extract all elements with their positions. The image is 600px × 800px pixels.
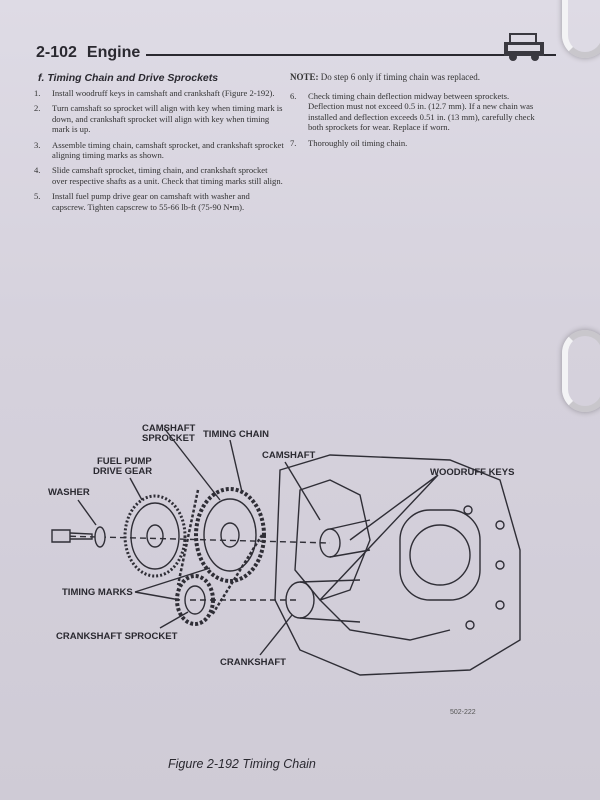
- washer: [94, 526, 106, 548]
- block-hole-1: [463, 505, 473, 515]
- label-woodruff-keys: WOODRUFF KEYS: [430, 467, 515, 478]
- figure-caption: Figure 2-192 Timing Chain: [168, 757, 316, 771]
- step-7: 7. Thoroughly oil timing chain.: [290, 138, 546, 148]
- bore-circle: [409, 524, 471, 586]
- step-number: 4.: [34, 165, 41, 176]
- label-timing-chain: TIMING CHAIN: [203, 429, 269, 440]
- label-timing-marks: TIMING MARKS: [62, 587, 133, 598]
- binder-ring-top: [562, 0, 600, 58]
- step-text: Thoroughly oil timing chain.: [308, 137, 408, 148]
- label-crankshaft: CRANKSHAFT: [220, 657, 286, 668]
- left-column: f. Timing Chain and Drive Sprockets 1. I…: [34, 72, 284, 217]
- timing-cover-plate: [294, 479, 371, 601]
- leader-washer: [77, 499, 97, 526]
- page-number: 2-102: [36, 44, 77, 61]
- step-text: Turn camshaft so sprocket will align wit…: [52, 103, 283, 135]
- page-header: 2-102 Engine: [36, 40, 556, 66]
- crankshaft-sprocket: [184, 585, 206, 615]
- step-number: 7.: [290, 137, 297, 148]
- step-text: Install woodruff keys in camshaft and cr…: [52, 88, 275, 98]
- label-camshaft: CAMSHAFT: [262, 450, 316, 461]
- note: NOTE: Do step 6 only if timing chain was…: [290, 72, 546, 83]
- chain-strands: [176, 489, 264, 616]
- step-4: 4. Slide camshaft sprocket, timing chain…: [34, 165, 284, 186]
- note-text: Do step 6 only if timing chain was repla…: [318, 72, 480, 82]
- leader-woodruff-keys: [319, 474, 439, 601]
- block-lower-edge: [319, 599, 451, 641]
- step-number: 3.: [34, 139, 41, 150]
- engine-block: [274, 454, 521, 676]
- drive-gear-teeth: [123, 494, 187, 578]
- subsection-heading: f. Timing Chain and Drive Sprockets: [38, 72, 219, 84]
- label-fuel-pump-line2: DRIVE GEAR: [93, 466, 153, 477]
- step-text: Check timing chain deflection midway bet…: [308, 91, 535, 133]
- step-5: 5. Install fuel pump drive gear on camsh…: [34, 191, 284, 212]
- camshaft-sprocket: [203, 498, 257, 572]
- capscrew: [51, 529, 71, 543]
- label-camshaft-sprocket-line2: SPROCKET: [142, 433, 195, 444]
- label-fuel-pump-line1: FUEL PUMP: [97, 456, 152, 467]
- binder-ring-middle: [562, 330, 600, 412]
- leader-timing-marks: [134, 567, 211, 601]
- step-number: 6.: [290, 91, 297, 101]
- step-text: Slide camshaft sprocket, timing chain, a…: [52, 165, 283, 186]
- step-number: 1.: [34, 88, 41, 98]
- step-6: 6. Check timing chain deflection midway …: [290, 91, 546, 133]
- camshaft-sprocket-hub: [220, 522, 240, 548]
- crankshaft-shaft: [299, 579, 361, 623]
- leader-crankshaft: [259, 614, 293, 656]
- figure-number: 502-222: [450, 709, 476, 716]
- header-rule: [146, 54, 556, 56]
- leader-crankshaft-sprocket: [159, 611, 189, 629]
- note-label: NOTE:: [290, 72, 319, 82]
- drive-gear-hub: [146, 524, 164, 548]
- section-title: Engine: [86, 44, 141, 61]
- leader-fuel-pump: [129, 477, 143, 501]
- label-washer: WASHER: [48, 487, 90, 498]
- capscrew-shank: [69, 532, 93, 540]
- leader-camshaft-sprocket: [163, 427, 221, 501]
- step-text: Assemble timing chain, camshaft sprocket…: [52, 139, 284, 161]
- step-1: 1. Install woodruff keys in camshaft and…: [34, 88, 284, 98]
- drive-gear-face: [130, 502, 180, 570]
- leader-timing-chain: [229, 439, 243, 493]
- camshaft-shaft: [329, 519, 371, 558]
- label-crankshaft-sprocket: CRANKSHAFT SPROCKET: [56, 631, 178, 642]
- step-2: 2. Turn camshaft so sprocket will align …: [34, 103, 284, 134]
- label-camshaft-sprocket-line1: CAMSHAFT: [142, 423, 196, 434]
- timing-chain-upper: [194, 487, 266, 583]
- block-hole-4: [495, 600, 505, 610]
- jeep-icon: [504, 33, 544, 61]
- block-hole-2: [495, 520, 505, 530]
- step-text: Install fuel pump drive gear on camshaft…: [52, 191, 250, 212]
- block-hole-3: [495, 560, 505, 570]
- step-number: 2.: [34, 103, 41, 114]
- step-3: 3. Assemble timing chain, camshaft sproc…: [34, 140, 284, 161]
- timing-chain-illustration: [51, 427, 521, 676]
- leader-camshaft: [284, 461, 321, 521]
- right-column: NOTE: Do step 6 only if timing chain was…: [290, 72, 546, 153]
- step-number: 5.: [34, 191, 41, 202]
- block-hole-5: [465, 620, 475, 630]
- cylinder-bore: [399, 509, 481, 601]
